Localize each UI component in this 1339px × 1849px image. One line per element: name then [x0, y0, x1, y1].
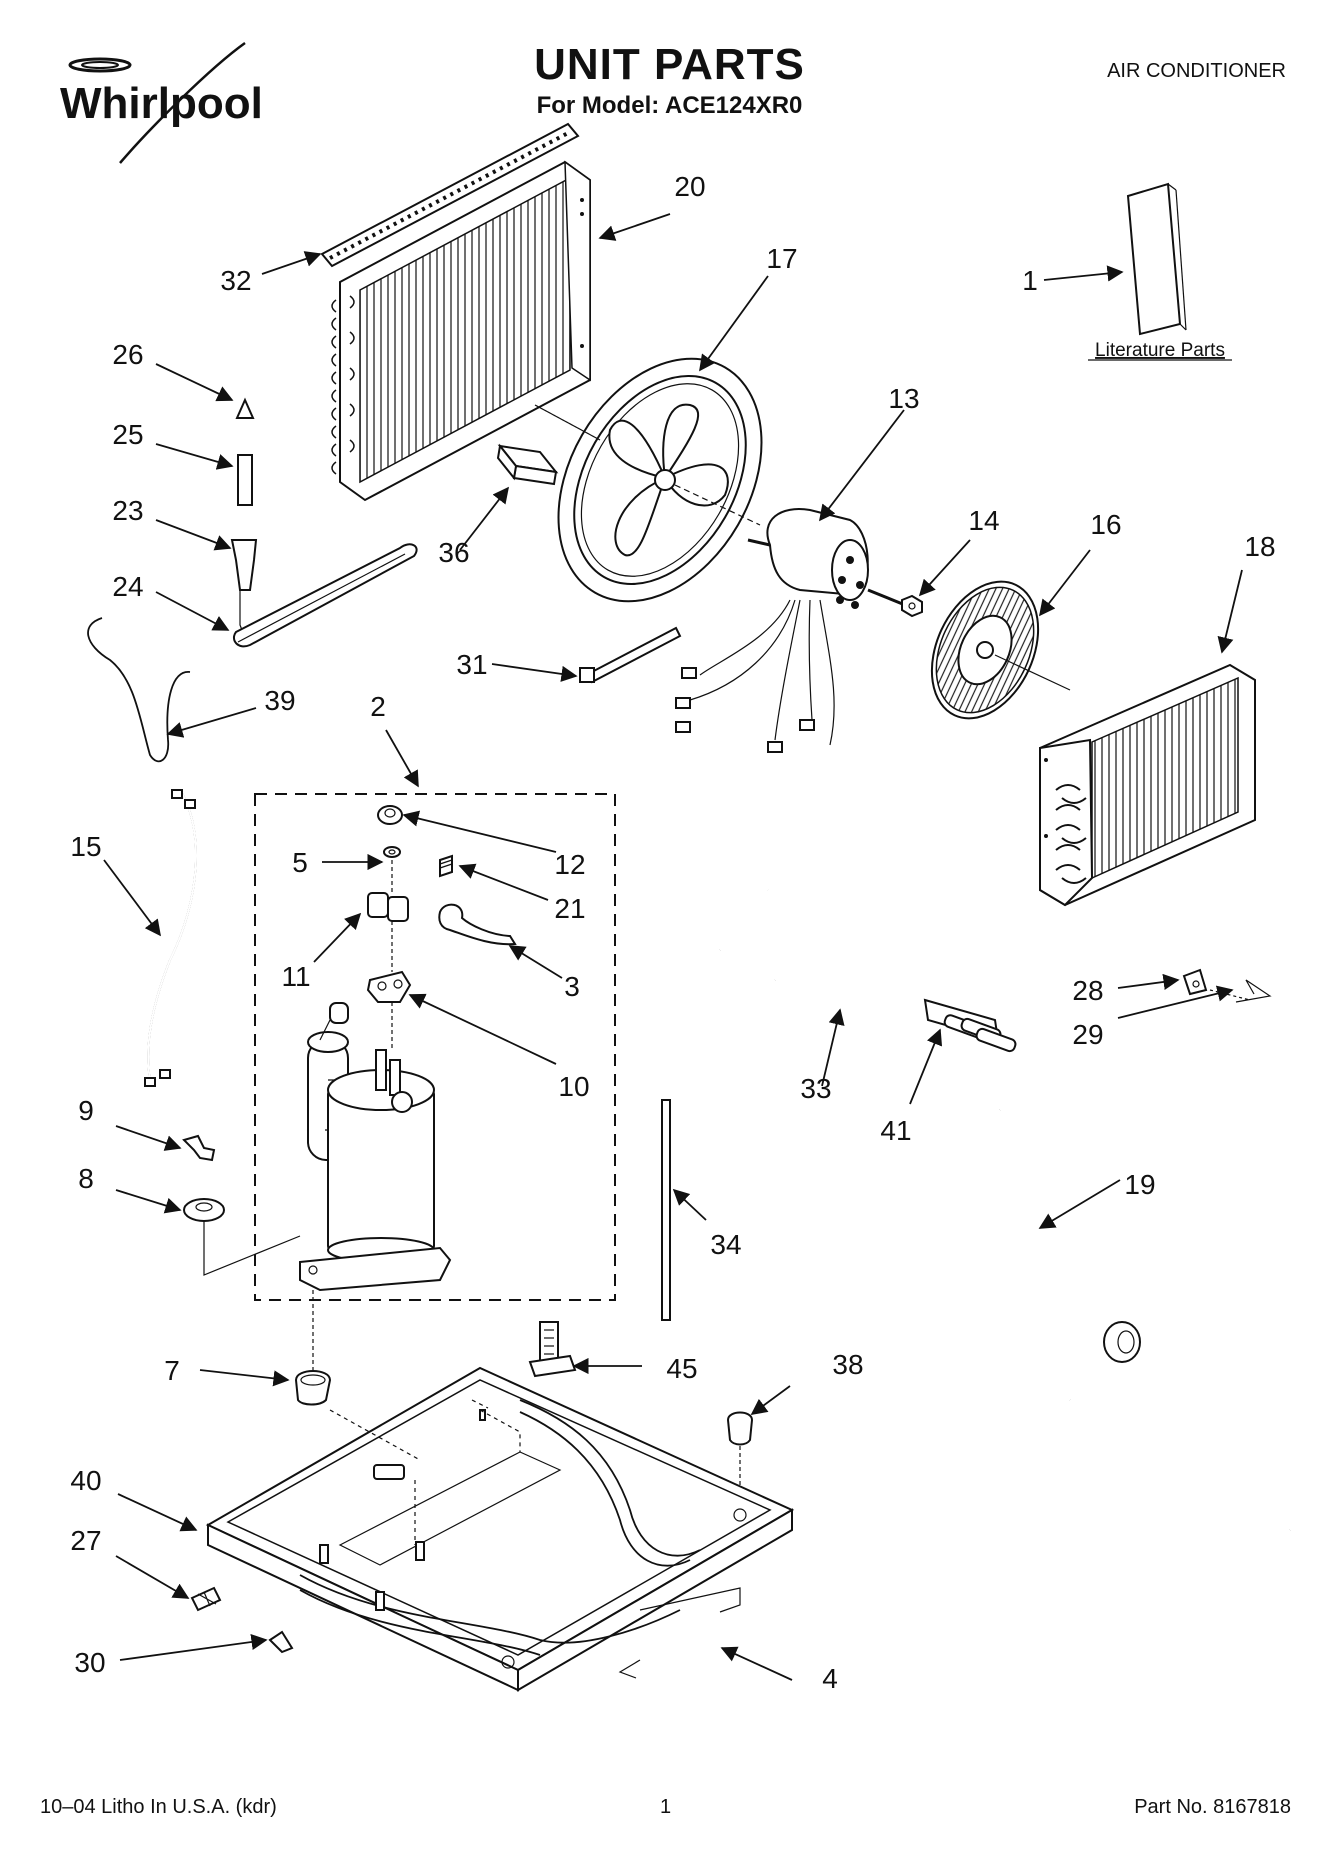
clip-30 [268, 1630, 294, 1654]
clip-parts [1182, 968, 1272, 1003]
callout-33: 33 [800, 1073, 831, 1104]
callout-13: 13 [888, 383, 919, 414]
callout-9: 9 [78, 1095, 94, 1126]
callout-21: 21 [554, 893, 585, 924]
drain-tube [661, 1099, 671, 1321]
brand-name: Whirlpool [60, 79, 263, 128]
access-valve-assembly [230, 397, 418, 648]
condenser-coil [331, 160, 591, 502]
callout-17: 17 [766, 243, 797, 274]
callout-16: 16 [1090, 509, 1121, 540]
callout-15: 15 [70, 831, 101, 862]
callout-10: 10 [558, 1071, 589, 1102]
callout-26: 26 [112, 339, 143, 370]
page-number: 1 [660, 1796, 672, 1818]
callout-18: 18 [1244, 531, 1275, 562]
blower-wheel [930, 580, 1071, 720]
literature-parts-label: Literature Parts [1095, 340, 1225, 361]
screw-27 [190, 1586, 222, 1612]
compressor-small-parts [366, 805, 517, 1050]
callout-24: 24 [112, 571, 143, 602]
refrigerant-hose [701, 855, 886, 1144]
literature-booklet [1126, 182, 1187, 336]
callout-39: 39 [264, 685, 295, 716]
fan-shroud [534, 357, 763, 603]
callout-7: 7 [164, 1355, 180, 1386]
callout-38: 38 [832, 1349, 863, 1380]
model-subtitle: For Model: ACE124XR0 [536, 92, 803, 119]
callout-31: 31 [456, 649, 487, 680]
callout-29: 29 [1072, 1019, 1103, 1050]
mounting-hardware [182, 1134, 332, 1406]
base-pan-gasket [618, 1587, 741, 1679]
callout-45: 45 [666, 1353, 697, 1384]
power-cord [988, 1107, 1293, 1538]
fan-motor [675, 508, 906, 753]
whirlpool-logo: Whirlpool [60, 41, 263, 164]
hex-nut [901, 594, 923, 618]
wire-harness [144, 789, 198, 1087]
wire-bracket [87, 617, 191, 763]
callout-8: 8 [78, 1163, 94, 1194]
compressor [299, 1002, 452, 1292]
callout-2: 2 [370, 691, 386, 722]
part-number: Part No. 8167818 [1134, 1796, 1291, 1818]
callout-11: 11 [281, 961, 310, 992]
callout-19: 19 [1124, 1169, 1155, 1200]
foam-seal-strip [320, 122, 580, 268]
callout-20: 20 [674, 171, 705, 202]
callout-4: 4 [822, 1663, 838, 1694]
cable-tie [579, 626, 682, 684]
callout-34: 34 [710, 1229, 741, 1260]
base-pan [205, 1366, 795, 1692]
foam-block [496, 443, 559, 486]
litho-note: 10–04 Litho In U.S.A. (kdr) [40, 1796, 277, 1818]
callout-41: 41 [880, 1115, 911, 1146]
callout-27: 27 [70, 1525, 101, 1556]
callout-28: 28 [1072, 975, 1103, 1006]
callout-36: 36 [438, 537, 469, 568]
callout-3: 3 [564, 971, 580, 1002]
callout-1: 1 [1022, 265, 1038, 296]
callout-25: 25 [112, 419, 143, 450]
callout-32: 32 [220, 265, 251, 296]
callout-5: 5 [292, 847, 308, 878]
callout-14: 14 [968, 505, 999, 536]
compressor-kit-box [254, 793, 616, 1301]
page-title: UNIT PARTS [534, 40, 805, 89]
category-label: AIR CONDITIONER [1107, 60, 1286, 82]
tube-fittings [923, 998, 1017, 1053]
callout-40: 40 [70, 1465, 101, 1496]
callout-labels: 1 2 3 4 5 7 8 9 10 11 12 13 14 15 16 17 … [70, 171, 1275, 1694]
callout-30: 30 [74, 1647, 105, 1678]
bracket-45 [528, 1321, 577, 1378]
callout-leaders [103, 213, 1243, 1681]
evaporator-coil [1039, 663, 1256, 907]
callout-23: 23 [112, 495, 143, 526]
callout-12: 12 [554, 849, 585, 880]
